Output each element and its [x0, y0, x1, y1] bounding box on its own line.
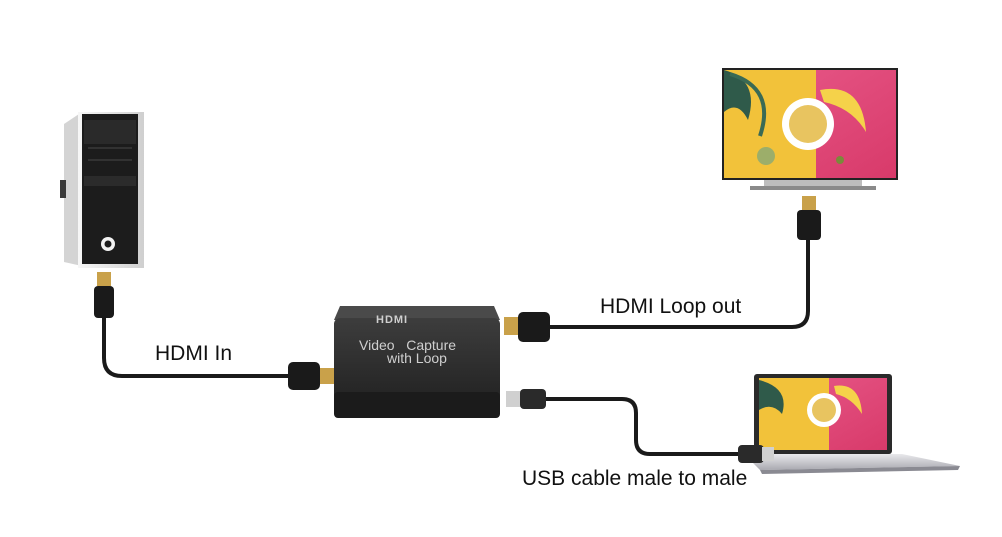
usb-cable [544, 397, 744, 456]
capture-device-icon: HDMI Video Capture with Loop [334, 306, 500, 418]
hdmi-connector-icon [504, 312, 550, 342]
hdmi-connector-icon [94, 272, 114, 318]
hdmi-loop-out-label: HDMI Loop out [600, 295, 742, 318]
usb-cable-label: USB cable male to male [522, 467, 748, 490]
device-logo: HDMI [376, 314, 408, 326]
hdmi-connector-icon [797, 196, 821, 240]
usb-connector-icon [506, 389, 546, 409]
cables [102, 236, 810, 456]
hdmi-in-cable [102, 316, 294, 378]
desktop-pc-icon [60, 112, 144, 268]
hdmi-in-label: HDMI In [155, 342, 233, 365]
device-caption-line2: with Loop [386, 350, 447, 366]
usb-connector-icon [738, 445, 774, 463]
device-caption-line1: Video Capture [359, 337, 456, 353]
hdmi-loop-cable [544, 236, 810, 329]
tv-monitor-icon [722, 68, 898, 190]
hdmi-connector-icon [288, 362, 334, 390]
laptop-icon [744, 374, 960, 474]
